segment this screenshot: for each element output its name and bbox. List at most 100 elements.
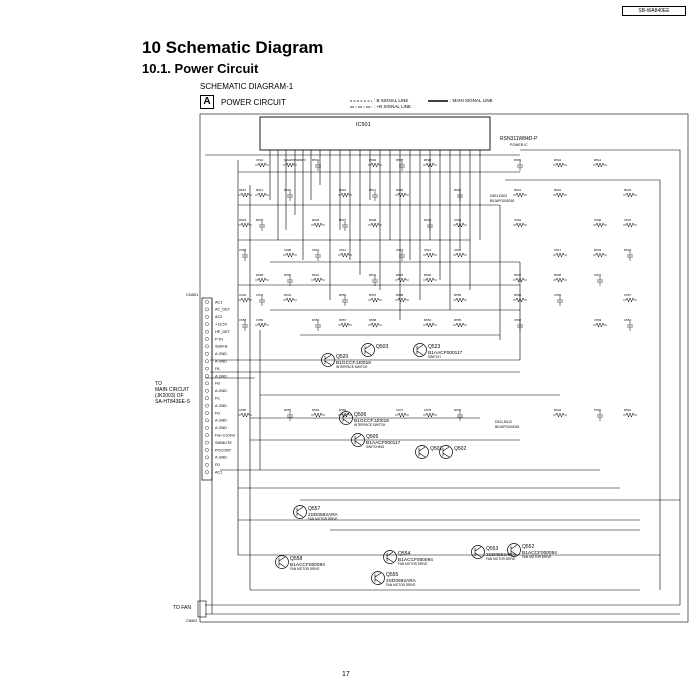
component-label: C560: [594, 408, 602, 412]
capacitor-symbol: [287, 276, 293, 286]
connector-pin-label: FC: [215, 397, 220, 401]
component-label: D506: [284, 273, 292, 277]
connector-pin: [205, 455, 209, 460]
component-label: R524: [239, 218, 247, 222]
component-label: D558: [369, 318, 377, 322]
component-label: R609: [454, 408, 462, 412]
component-label: D504: [624, 248, 632, 252]
connector-pin: [205, 307, 209, 312]
resistor-symbol: [513, 297, 527, 303]
resistor-symbol: [238, 192, 252, 198]
resistor-symbol: [513, 277, 527, 283]
connector-pin: [205, 462, 209, 467]
capacitor-symbol: [457, 191, 463, 201]
resistor-symbol: [553, 162, 567, 168]
connector-pin-label: A.GND: [215, 456, 227, 460]
component-label: C578: [424, 408, 432, 412]
connector-pin-label: POCONT: [215, 448, 232, 452]
page-heading: 10 Schematic Diagram: [142, 38, 324, 57]
component-label: D553: [284, 408, 292, 412]
component-label: R509: [514, 158, 522, 162]
capacitor-symbol: [399, 251, 405, 261]
capacitor-symbol: [242, 321, 248, 331]
connector-pin: [205, 403, 209, 408]
component-label: MA2Z075000FV: [284, 158, 306, 162]
resistor-symbol: [338, 252, 352, 258]
resistor-symbol: [283, 162, 297, 168]
transistor-function: SWITCHING: [366, 445, 385, 449]
transistor-part: B1GCCFJJ0018: [336, 360, 371, 366]
legend-line-samples: [350, 100, 448, 108]
connector-pin-label: AC1: [215, 300, 222, 304]
connector-pin-label: +13.5V: [215, 323, 228, 327]
component-label: C554: [624, 318, 632, 322]
component-label: D556: [312, 318, 320, 322]
resistor-symbol: [238, 412, 252, 418]
component-label: R520: [454, 188, 462, 192]
transistor-ref: Q553: [486, 546, 498, 552]
transistor-ref: Q554: [398, 551, 410, 557]
capacitor-symbol: [427, 221, 433, 231]
transistor-part: B1AACF000117: [428, 350, 463, 356]
component-label: R510: [554, 158, 562, 162]
resistor-symbol: [368, 322, 382, 328]
transistor-ref: Q505: [366, 434, 378, 440]
component-label: R508: [424, 158, 432, 162]
capacitor-symbol: [627, 321, 633, 331]
connector-cn501: [201, 297, 213, 481]
connector-pin-label: A.GND: [215, 419, 227, 423]
resistor-symbol: [311, 277, 325, 283]
resistor-symbol: [283, 252, 297, 258]
component-label: C506: [594, 218, 602, 222]
transistor-ref: Q502: [454, 446, 466, 452]
diode-d511-ref: D511,D512: [495, 420, 512, 424]
connector-pin: [205, 381, 209, 386]
connector-pin: [205, 388, 209, 393]
transistor-part: 2SD0592ARA: [308, 512, 339, 518]
connector-pin-label: AC1: [215, 471, 222, 475]
component-label: R546: [424, 273, 432, 277]
component-label: R560: [514, 293, 522, 297]
model-badge: SB-WA840EE: [622, 6, 686, 16]
component-label: D557: [339, 318, 347, 322]
capacitor-symbol: [557, 296, 563, 306]
connector-pin: [205, 337, 209, 341]
component-label: R517: [369, 188, 377, 192]
component-label: R541: [312, 273, 320, 277]
ic501-part: RSN311W84D-P: [500, 136, 538, 142]
component-label: C542: [239, 293, 247, 297]
svg-text:SA-HT843EE-S: SA-HT843EE-S: [155, 399, 191, 405]
component-label: D503: [594, 248, 602, 252]
component-label: R527: [339, 218, 347, 222]
capacitor-symbol: [627, 251, 633, 261]
ic501-ref: IC501: [356, 122, 371, 128]
transistor-function: FAN MOTOR DRIVE: [386, 583, 416, 587]
right-bus-outer: [520, 149, 681, 605]
transistor-part: B1AACF000117: [366, 440, 401, 446]
svg-text:(JK2003) OF: (JK2003) OF: [155, 393, 184, 399]
resistor-symbol: [238, 222, 252, 228]
transistor-part: B1ACCF000094: [290, 562, 325, 568]
component-label: R547: [514, 273, 522, 277]
section-subheading: 10.1. Power Circuit: [142, 61, 259, 76]
resistor-symbol: [593, 322, 607, 328]
resistor-symbol: [368, 222, 382, 228]
diode-d501-ref: D501,D502: [490, 194, 507, 198]
connector-pin-label: A.GND: [215, 426, 227, 430]
connector-pin-label: AC2: [215, 315, 222, 319]
transistor-part: 2SD0592ARA: [486, 552, 517, 558]
legend-b-signal: : B SIGNAL LINE: [374, 98, 409, 103]
component-label: R518: [396, 188, 404, 192]
transistor-ref: Q503: [376, 344, 388, 350]
resistor-symbol: [238, 297, 252, 303]
component-label: D561: [624, 408, 632, 412]
transistor-q503: Q503: [361, 343, 388, 357]
connector-pin: [205, 440, 209, 445]
component-label: D555: [339, 408, 347, 412]
resistor-symbol: [255, 277, 269, 283]
transistor-ref: Q520: [336, 354, 348, 360]
component-label: C509: [284, 248, 292, 252]
resistor-symbol: [453, 297, 467, 303]
